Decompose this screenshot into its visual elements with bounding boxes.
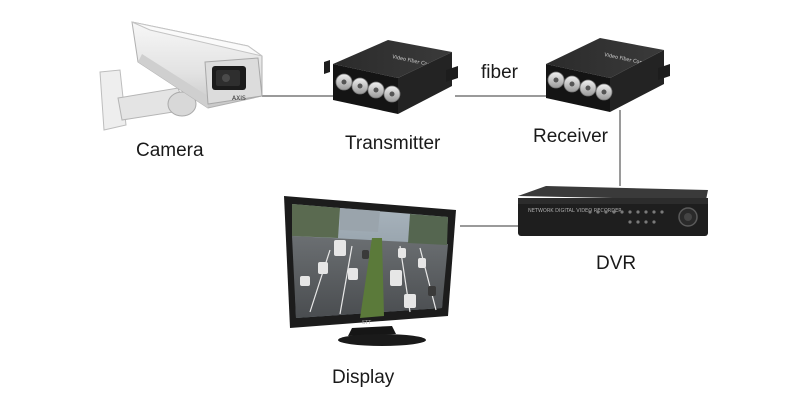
display-screen <box>292 204 448 318</box>
dvr-icon: NETWORK DIGITAL VIDEO RECORDER <box>518 186 708 236</box>
connection-lines <box>262 95 621 227</box>
fiber-label: fiber <box>481 62 518 83</box>
transmitter-icon: Video Fiber Converter <box>324 40 458 114</box>
receiver-icon: Video Fiber Converter <box>546 38 670 112</box>
display-label: Display <box>332 367 395 388</box>
svg-text:NETWORK DIGITAL VIDEO RECORDER: NETWORK DIGITAL VIDEO RECORDER <box>528 208 622 214</box>
display-icon: STT <box>284 196 456 346</box>
svg-text:AXIS: AXIS <box>232 95 246 102</box>
receiver-label: Receiver <box>533 126 608 147</box>
svg-text:STT: STT <box>362 320 372 326</box>
camera-label: Camera <box>136 140 204 161</box>
transmitter-label: Transmitter <box>345 133 441 154</box>
camera-icon: AXIS <box>99 21 263 131</box>
dvr-label: DVR <box>596 253 637 274</box>
